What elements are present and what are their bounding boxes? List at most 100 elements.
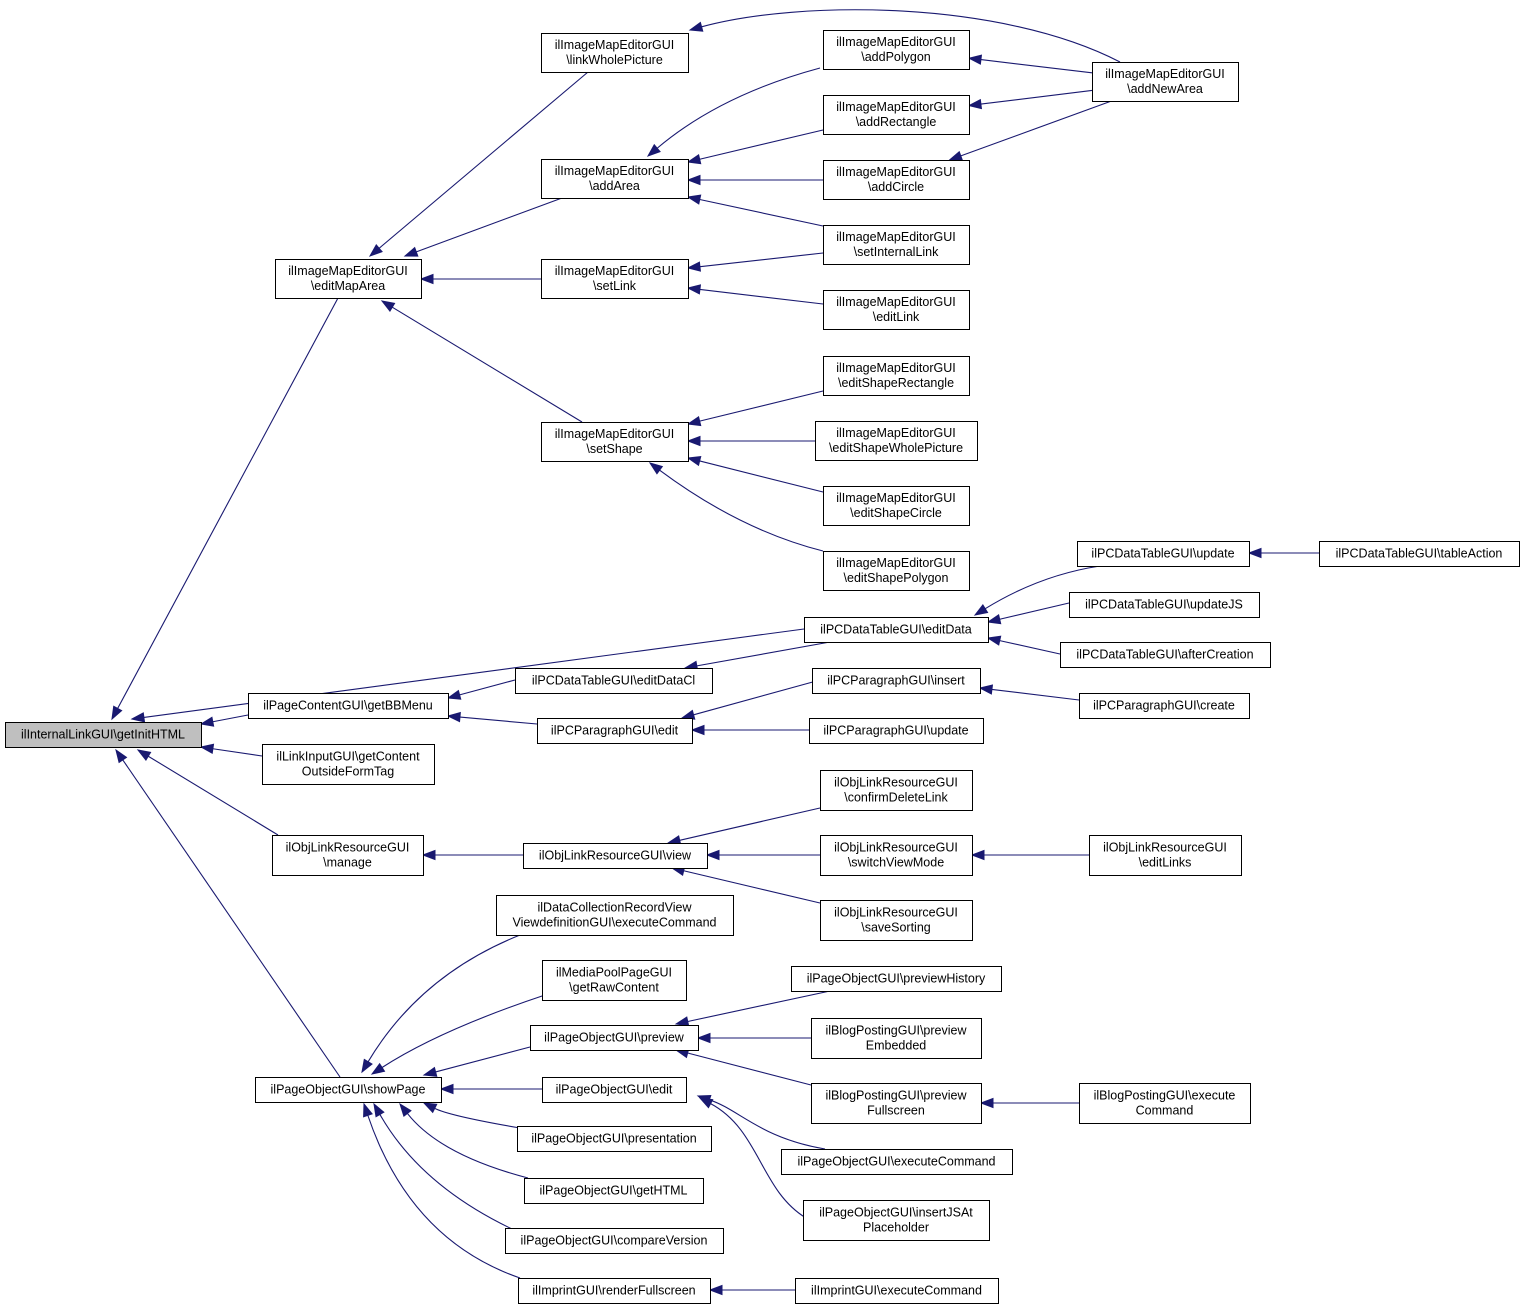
- node-ilobjlinkresourcegui-editlinks[interactable]: ilObjLinkResourceGUI\editLinks: [1089, 835, 1242, 876]
- node-box[interactable]: [255, 1077, 442, 1103]
- node-box[interactable]: [541, 259, 689, 299]
- node-ilpcparagraphgui-create[interactable]: ilPCParagraphGUI\create: [1079, 693, 1250, 719]
- node-ilpageobjectgui-executecommand[interactable]: ilPageObjectGUI\executeCommand: [781, 1149, 1013, 1175]
- node-box[interactable]: [809, 718, 984, 744]
- node-box[interactable]: [262, 744, 435, 785]
- node-ilpcdatatablegui-editdata[interactable]: ilPCDataTableGUI\editData: [804, 617, 989, 643]
- node-box[interactable]: [823, 551, 970, 591]
- node-box[interactable]: [517, 1126, 712, 1152]
- node-box[interactable]: [811, 1018, 982, 1059]
- node-ilimagemapeditorgui-editshaperectangle[interactable]: ilImageMapEditorGUI\editShapeRectangle: [823, 356, 970, 396]
- node-box[interactable]: [523, 843, 708, 869]
- node-ilpcdatatablegui-aftercreation[interactable]: ilPCDataTableGUI\afterCreation: [1060, 642, 1271, 668]
- node-ilimprintgui-executecommand[interactable]: ilImprintGUI\executeCommand: [795, 1278, 999, 1304]
- node-ilobjlinkresourcegui-manage[interactable]: ilObjLinkResourceGUI\manage: [272, 835, 424, 876]
- node-box[interactable]: [1060, 642, 1271, 668]
- node-ilpageobjectgui-showpage[interactable]: ilPageObjectGUI\showPage: [255, 1077, 442, 1103]
- node-box[interactable]: [815, 421, 978, 461]
- node-ilimprintgui-renderfullscreen[interactable]: ilImprintGUI\renderFullscreen: [518, 1278, 711, 1304]
- node-box[interactable]: [791, 966, 1002, 992]
- node-box[interactable]: [795, 1278, 999, 1304]
- node-box[interactable]: [823, 95, 970, 135]
- node-box[interactable]: [823, 30, 970, 70]
- node-ilpageobjectgui-previewhistory[interactable]: ilPageObjectGUI\previewHistory: [791, 966, 1002, 992]
- node-ilmediapoolpagegui-getrawcontent[interactable]: ilMediaPoolPageGUI\getRawContent: [542, 960, 687, 1001]
- node-box[interactable]: [542, 960, 687, 1001]
- node-box[interactable]: [248, 693, 449, 719]
- node-box[interactable]: [1079, 1083, 1251, 1124]
- node-box[interactable]: [812, 668, 981, 694]
- node-ilimagemapeditorgui-editmaparea[interactable]: ilImageMapEditorGUI\editMapArea: [275, 259, 422, 299]
- node-box[interactable]: [1079, 693, 1250, 719]
- node-box[interactable]: [505, 1228, 724, 1254]
- node-box[interactable]: [1089, 835, 1242, 876]
- node-box[interactable]: [1077, 541, 1250, 567]
- node-box[interactable]: [1319, 541, 1520, 567]
- node-ilpcparagraphgui-edit[interactable]: ilPCParagraphGUI\edit: [537, 718, 693, 744]
- node-box[interactable]: [1069, 592, 1260, 618]
- node-box[interactable]: [5, 722, 202, 748]
- node-ilpagecontentgui-getbbmenu[interactable]: ilPageContentGUI\getBBMenu: [248, 693, 449, 719]
- node-ilpageobjectgui-edit[interactable]: ilPageObjectGUI\edit: [542, 1077, 687, 1103]
- node-box[interactable]: [781, 1149, 1013, 1175]
- node-box[interactable]: [496, 895, 734, 936]
- node-ilpcdatatablegui-update[interactable]: ilPCDataTableGUI\update: [1077, 541, 1250, 567]
- node-ilobjlinkresourcegui-switchviewmode[interactable]: ilObjLinkResourceGUI\switchViewMode: [820, 835, 973, 876]
- node-box[interactable]: [515, 668, 713, 694]
- node-box[interactable]: [542, 1077, 687, 1103]
- node-box[interactable]: [804, 617, 989, 643]
- node-ilimagemapeditorgui-linkwholepicture[interactable]: ilImageMapEditorGUI\linkWholePicture: [541, 33, 689, 73]
- node-box[interactable]: [823, 486, 970, 526]
- node-ilpageobjectgui-presentation[interactable]: ilPageObjectGUI\presentation: [517, 1126, 712, 1152]
- node-box[interactable]: [811, 1083, 982, 1124]
- node-ilimagemapeditorgui-setshape[interactable]: ilImageMapEditorGUI\setShape: [541, 422, 689, 462]
- node-box[interactable]: [823, 160, 970, 200]
- node-box[interactable]: [272, 835, 424, 876]
- node-ilinternallinkgui-getinithtml[interactable]: ilInternalLinkGUI\getInitHTML: [5, 722, 202, 748]
- node-ilimagemapeditorgui-editlink[interactable]: ilImageMapEditorGUI\editLink: [823, 290, 970, 330]
- node-ilimagemapeditorgui-editshapewholepicture[interactable]: ilImageMapEditorGUI\editShapeWholePictur…: [815, 421, 978, 461]
- node-box[interactable]: [541, 422, 689, 462]
- node-ildatacollectionrecordviewviewdefinitiongui-executecommand[interactable]: ilDataCollectionRecordViewViewdefinition…: [496, 895, 734, 936]
- node-ilimagemapeditorgui-setlink[interactable]: ilImageMapEditorGUI\setLink: [541, 259, 689, 299]
- node-box[interactable]: [524, 1178, 704, 1204]
- node-box[interactable]: [537, 718, 693, 744]
- node-box[interactable]: [1092, 62, 1239, 102]
- node-box[interactable]: [823, 225, 970, 265]
- node-ilpcdatatablegui-tableaction[interactable]: ilPCDataTableGUI\tableAction: [1319, 541, 1520, 567]
- node-box[interactable]: [823, 356, 970, 396]
- node-box[interactable]: [541, 33, 689, 73]
- node-ilpageobjectgui-gethtml[interactable]: ilPageObjectGUI\getHTML: [524, 1178, 704, 1204]
- node-box[interactable]: [530, 1025, 699, 1051]
- node-ilimagemapeditorgui-addpolygon[interactable]: ilImageMapEditorGUI\addPolygon: [823, 30, 970, 70]
- node-box[interactable]: [820, 900, 973, 941]
- node-ilimagemapeditorgui-editshapecircle[interactable]: ilImageMapEditorGUI\editShapeCircle: [823, 486, 970, 526]
- node-ilobjlinkresourcegui-view[interactable]: ilObjLinkResourceGUI\view: [523, 843, 708, 869]
- node-ilimagemapeditorgui-addnewarea[interactable]: ilImageMapEditorGUI\addNewArea: [1092, 62, 1239, 102]
- node-box[interactable]: [803, 1200, 990, 1241]
- node-ilpageobjectgui-preview[interactable]: ilPageObjectGUI\preview: [530, 1025, 699, 1051]
- node-ilobjlinkresourcegui-confirmdeletelink[interactable]: ilObjLinkResourceGUI\confirmDeleteLink: [820, 770, 973, 811]
- node-box[interactable]: [820, 835, 973, 876]
- node-box[interactable]: [518, 1278, 711, 1304]
- node-ilimagemapeditorgui-setinternallink[interactable]: ilImageMapEditorGUI\setInternalLink: [823, 225, 970, 265]
- node-ilpcparagraphgui-insert[interactable]: ilPCParagraphGUI\insert: [812, 668, 981, 694]
- node-ilpageobjectgui-compareversion[interactable]: ilPageObjectGUI\compareVersion: [505, 1228, 724, 1254]
- node-ilpcparagraphgui-update[interactable]: ilPCParagraphGUI\update: [809, 718, 984, 744]
- node-ilblogpostinggui-executecommand[interactable]: ilBlogPostingGUI\executeCommand: [1079, 1083, 1251, 1124]
- node-ilimagemapeditorgui-addarea[interactable]: ilImageMapEditorGUI\addArea: [541, 159, 689, 199]
- node-ilimagemapeditorgui-addrectangle[interactable]: ilImageMapEditorGUI\addRectangle: [823, 95, 970, 135]
- node-box[interactable]: [820, 770, 973, 811]
- node-ilpcdatatablegui-updatejs[interactable]: ilPCDataTableGUI\updateJS: [1069, 592, 1260, 618]
- node-box[interactable]: [823, 290, 970, 330]
- node-ilimagemapeditorgui-editshapepolygon[interactable]: ilImageMapEditorGUI\editShapePolygon: [823, 551, 970, 591]
- node-box[interactable]: [275, 259, 422, 299]
- node-ilobjlinkresourcegui-savesorting[interactable]: ilObjLinkResourceGUI\saveSorting: [820, 900, 973, 941]
- node-ilpcdatatablegui-editdatacl[interactable]: ilPCDataTableGUI\editDataCl: [515, 668, 713, 694]
- node-ilimagemapeditorgui-addcircle[interactable]: ilImageMapEditorGUI\addCircle: [823, 160, 970, 200]
- node-box[interactable]: [541, 159, 689, 199]
